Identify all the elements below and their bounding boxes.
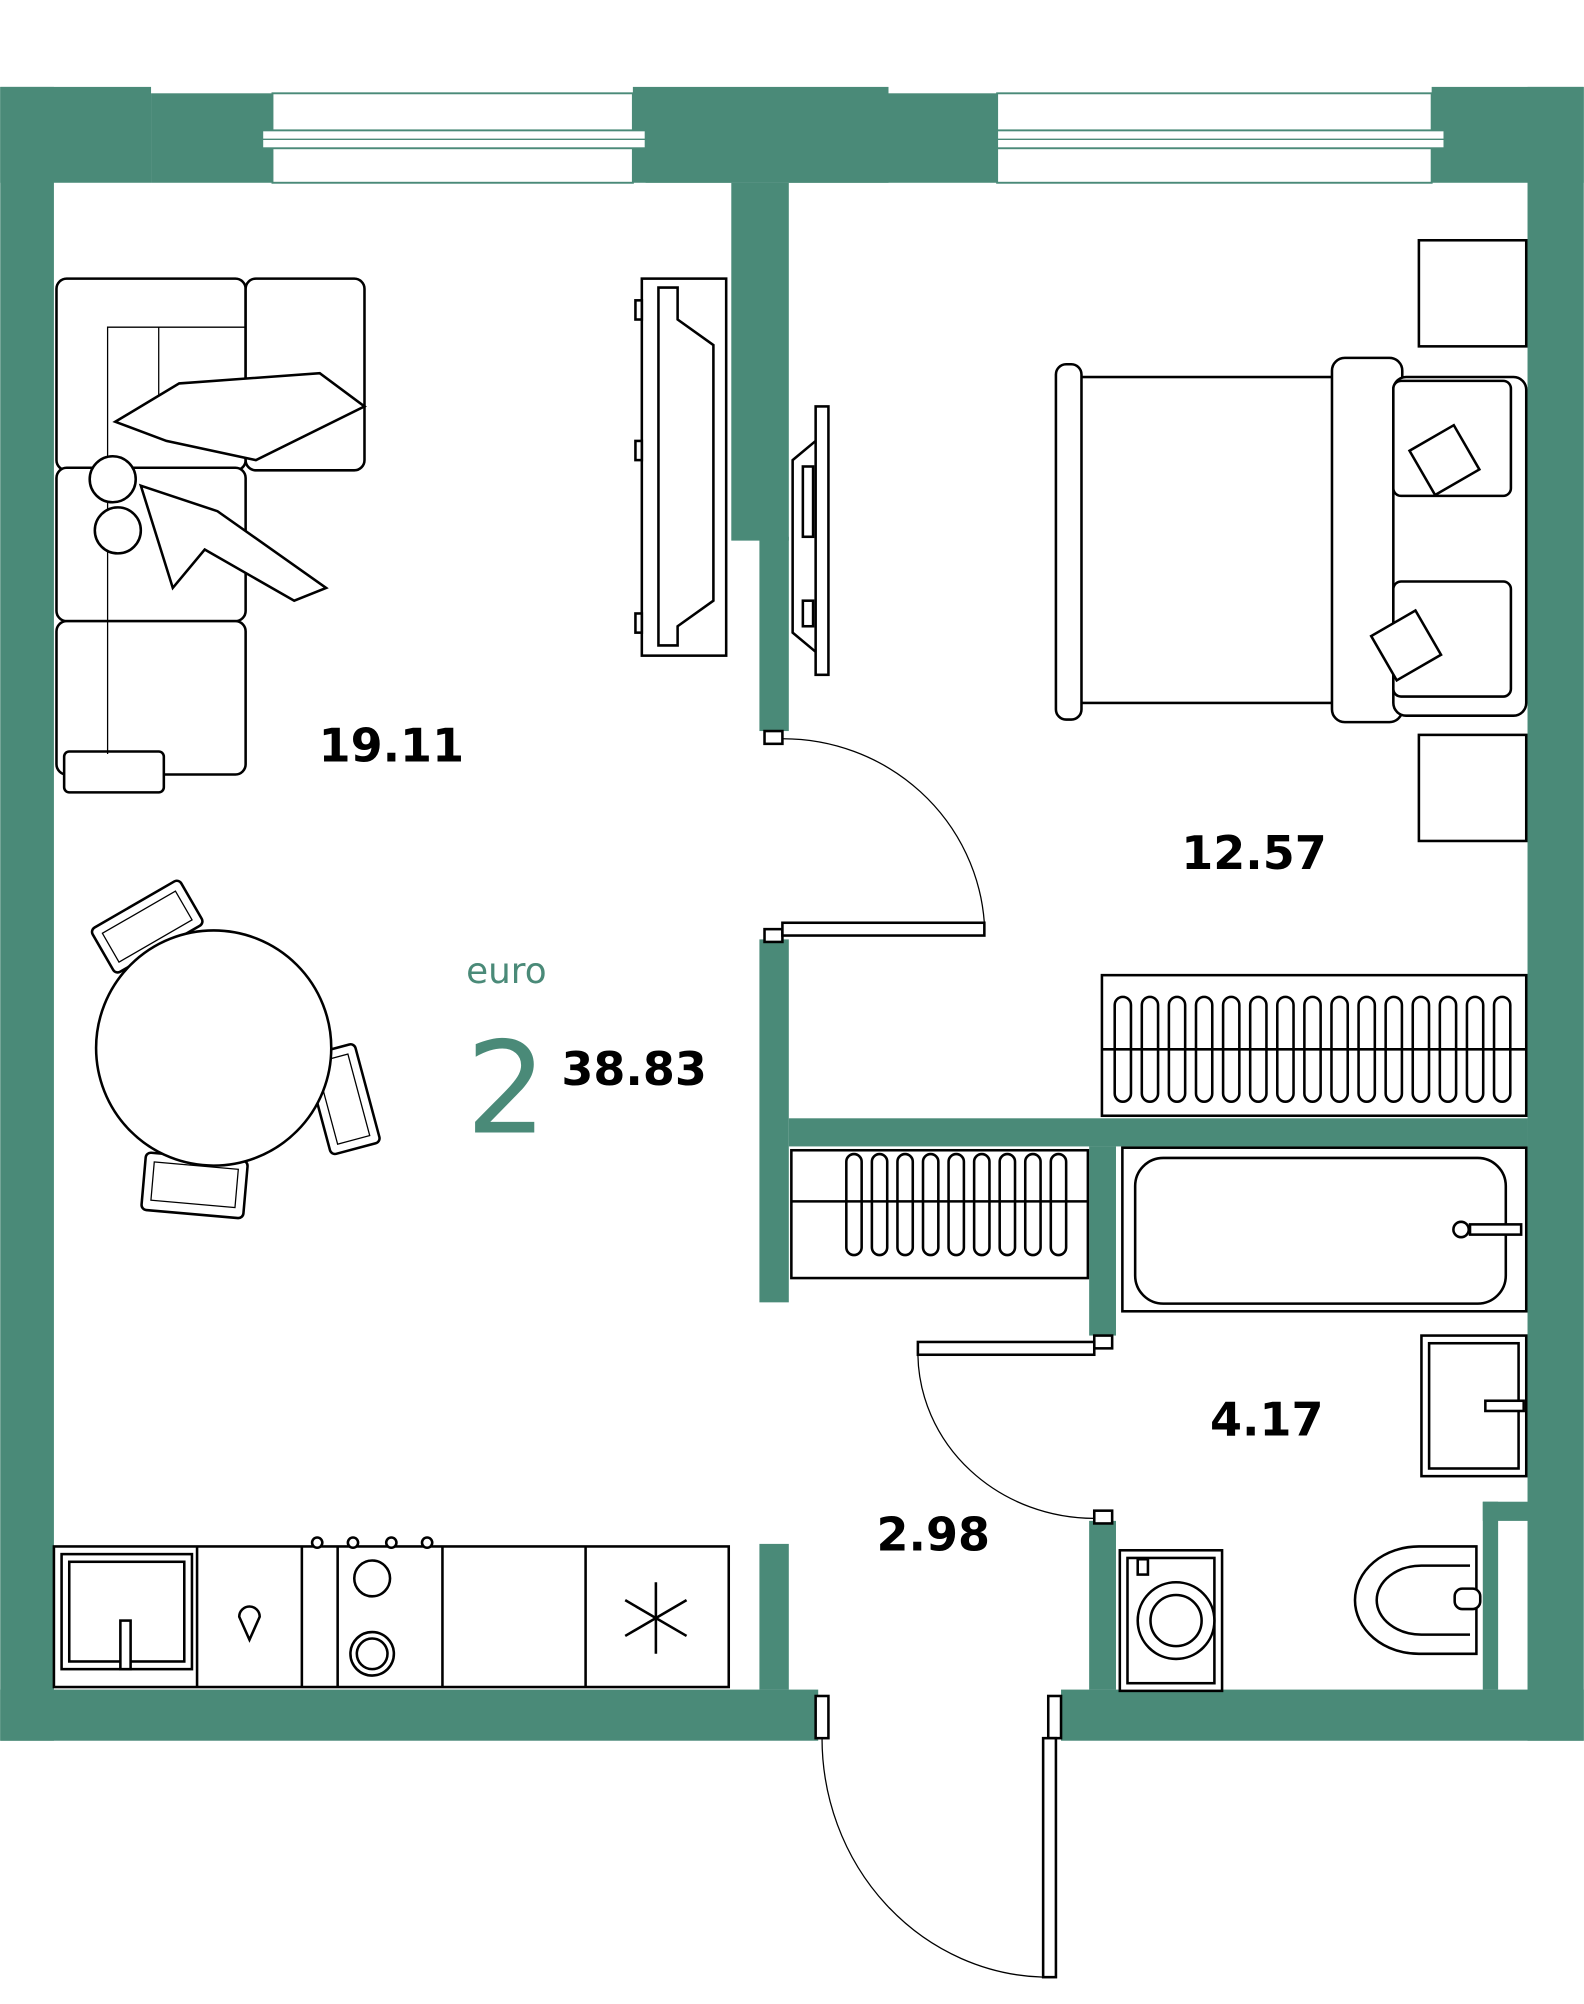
radiator-coil <box>1248 995 1268 1103</box>
radiator-coil <box>1330 995 1350 1103</box>
radiator-coil <box>1276 995 1295 1103</box>
walls <box>0 86 1584 1741</box>
tv-stand <box>634 277 728 657</box>
room-area-bathroom: 4.17 <box>1210 1392 1324 1446</box>
radiator-coil <box>1357 995 1377 1103</box>
radiator-coil <box>1303 995 1322 1103</box>
radiator-coil <box>1140 995 1160 1103</box>
kitchen-counter <box>52 1536 731 1689</box>
people-on-sofa <box>88 371 367 603</box>
radiator-coil <box>1023 1152 1042 1257</box>
washing-machine <box>1118 1549 1224 1693</box>
bathtub <box>1121 1146 1528 1313</box>
radiator-coil <box>1465 995 1485 1103</box>
snowflake-icon <box>624 1582 688 1654</box>
windows <box>261 92 1446 184</box>
room-area-living: 19.11 <box>319 719 465 773</box>
room-area-bedroom: 12.57 <box>1181 826 1327 880</box>
apartment-class-label: euro <box>466 951 546 992</box>
bed <box>1054 238 1528 843</box>
radiator-bedroom <box>1100 973 1528 1118</box>
radiator-coil <box>1194 995 1214 1103</box>
room-area-hallway: 2.98 <box>876 1507 990 1561</box>
radiator-coil <box>845 1152 863 1257</box>
radiator-coil <box>972 1152 991 1257</box>
radiator-coil <box>1221 995 1241 1103</box>
radiator-coil <box>896 1152 915 1257</box>
radiator-coil <box>1113 995 1133 1103</box>
radiator-coil <box>1167 995 1187 1103</box>
radiator-coil <box>870 1152 889 1257</box>
radiator-coil <box>1438 995 1458 1103</box>
rooms-count: 2 <box>466 1014 547 1163</box>
radiator-coil <box>998 1152 1017 1257</box>
total-area: 38.83 <box>561 1042 707 1096</box>
radiator-coil <box>1492 995 1512 1103</box>
radiator-coil <box>1411 995 1431 1103</box>
radiator-coil <box>947 1152 966 1257</box>
radiator-coil <box>1384 995 1404 1103</box>
bedroom-tv <box>791 405 830 677</box>
radiator-coil <box>1049 1152 1068 1257</box>
doors <box>763 729 1114 1979</box>
toilet <box>1353 1545 1482 1656</box>
sink <box>1420 1334 1528 1478</box>
dining-table <box>90 879 381 1220</box>
radiator-coil <box>921 1152 940 1257</box>
radiator-hall <box>790 1148 1090 1280</box>
